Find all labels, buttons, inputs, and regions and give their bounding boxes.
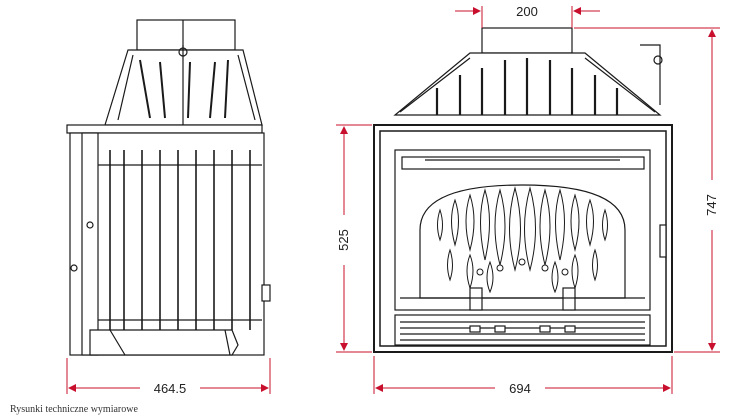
dim-label-total-height: 747 [704,194,719,216]
side-body [69,132,265,356]
figure-caption: Rysunki techniczne wymiarowe [10,404,138,415]
dimension-lines [66,6,720,394]
front-flue-collar [481,27,573,54]
side-flue-collar [136,19,236,51]
dim-label-side-depth: 464.5 [154,381,187,396]
front-opening [394,149,651,311]
side-view [66,19,271,356]
side-ribs [109,150,251,330]
side-base [89,329,239,356]
front-view [373,27,673,353]
dim-label-front-width: 694 [509,381,531,396]
front-flame-pattern [437,186,608,294]
dim-label-inner-height: 525 [336,229,351,251]
dim-label-top-width: 200 [516,4,538,19]
front-firebox-arch [419,184,626,299]
side-top-rail [66,124,263,134]
